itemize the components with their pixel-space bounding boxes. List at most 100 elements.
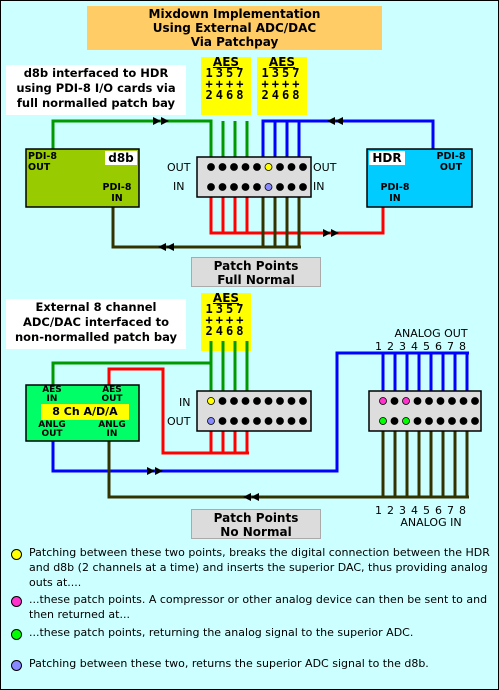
patch-jack[interactable]: [299, 397, 307, 405]
patch-jack[interactable]: [276, 183, 284, 191]
patch-jack[interactable]: [425, 397, 433, 405]
patch-points-full: Patch Points Full Normal: [191, 257, 321, 287]
patch-jack[interactable]: [241, 183, 250, 191]
legend-item-4: Patching between these two, returns the …: [29, 657, 429, 670]
arrow-icon: [327, 117, 343, 125]
aes-odd: 1357: [261, 66, 303, 80]
patch-jack[interactable]: [253, 163, 261, 171]
patch-bay-top: [196, 156, 312, 198]
patch-jack[interactable]: [448, 397, 456, 405]
patch-jack[interactable]: [264, 183, 273, 191]
patch-jack[interactable]: [459, 397, 468, 405]
patch-jack[interactable]: [299, 183, 307, 191]
patch-jack[interactable]: [390, 417, 399, 425]
patch-jack[interactable]: [299, 417, 307, 425]
aes-even: 2468: [205, 324, 247, 338]
wire-adc-green-branches: [209, 341, 249, 393]
analog-channel-number: 2: [387, 340, 394, 353]
patch-full-line-2: Full Normal: [217, 273, 295, 287]
wire-bay-to-d8b-in: [111, 197, 265, 249]
patch-jack[interactable]: [287, 183, 296, 191]
adc-name: 8 Ch A/D/A: [52, 405, 118, 418]
patch-jack[interactable]: [218, 163, 227, 171]
analog-channel-number: 4: [411, 504, 418, 517]
patch-jack[interactable]: [287, 163, 296, 171]
patch-jack[interactable]: [379, 417, 387, 425]
bay2-in: IN: [179, 396, 191, 409]
patch-jack[interactable]: [218, 417, 227, 425]
patch-jack[interactable]: [218, 183, 227, 191]
patch-jack[interactable]: [264, 417, 273, 425]
patch-jack[interactable]: [230, 183, 238, 191]
hdr-name: HDR: [369, 151, 405, 165]
aes-plus: ++++: [261, 77, 303, 91]
patch-jack[interactable]: [218, 397, 227, 405]
aes-label: AES: [212, 55, 240, 69]
patch-jack[interactable]: [207, 183, 215, 191]
patch-jack[interactable]: [276, 417, 284, 425]
patch-jack[interactable]: [299, 163, 307, 171]
patch-jack[interactable]: [436, 417, 445, 425]
patch-jack[interactable]: [459, 417, 468, 425]
patch-jack[interactable]: [402, 397, 410, 405]
patch-jack[interactable]: [276, 163, 284, 171]
patch-jack[interactable]: [230, 417, 238, 425]
bay1-in-right: IN: [313, 180, 325, 193]
patch-jack[interactable]: [413, 397, 422, 405]
patch-bay-mid-left: [196, 390, 312, 432]
aes-plus: ++++: [205, 77, 247, 91]
aes-label: AES: [268, 55, 296, 69]
adc-anlg-out-label: ANLG OUT: [38, 420, 66, 439]
aes-odd: 1357: [205, 66, 247, 80]
legend-item-2: ...these patch points. A compressor or o…: [29, 593, 488, 621]
patch-jack[interactable]: [253, 183, 261, 191]
patch-jack[interactable]: [253, 397, 261, 405]
patch-jack[interactable]: [241, 397, 250, 405]
yellow-dot-icon: [11, 549, 22, 560]
patch-jack[interactable]: [471, 417, 479, 425]
caption-mid-line-2: ADC/DAC interfaced to: [22, 315, 170, 329]
hdr-out-label: PDI-8 OUT: [436, 151, 466, 173]
wire-hdr-out: [261, 119, 435, 171]
title-line-3: Via Patchpay: [190, 35, 279, 49]
analog-channel-number: 4: [411, 340, 418, 353]
patch-jack[interactable]: [241, 163, 250, 171]
patch-jack[interactable]: [402, 417, 410, 425]
patch-jack[interactable]: [287, 417, 296, 425]
bay1-in-left: IN: [173, 180, 185, 193]
patch-jack[interactable]: [264, 397, 273, 405]
analog-in-label: ANALOG IN: [400, 516, 462, 529]
patch-jack[interactable]: [253, 417, 261, 425]
title-line-1: Mixdown Implementation: [148, 7, 321, 21]
patch-jack[interactable]: [207, 397, 215, 405]
patch-jack[interactable]: [448, 417, 456, 425]
patch-jack[interactable]: [413, 417, 422, 425]
patch-jack[interactable]: [207, 417, 215, 425]
patch-jack[interactable]: [207, 163, 215, 171]
caption-top: d8b interfaced to HDR using PDI-8 I/O ca…: [6, 65, 186, 115]
caption-mid-line-3: non-normalled patch bay: [14, 330, 178, 344]
patch-jack[interactable]: [436, 397, 445, 405]
analog-channel-number: 7: [447, 504, 454, 517]
patch-jack[interactable]: [379, 397, 387, 405]
bay1-out-left: OUT: [167, 161, 191, 174]
wire-adc-red-branches: [211, 423, 249, 455]
patch-jack[interactable]: [241, 417, 250, 425]
patch-jack[interactable]: [264, 163, 273, 171]
wire-d8b-out-branches: [221, 121, 249, 163]
analog-channel-number: 3: [399, 504, 406, 517]
analog-channel-number: 2: [387, 504, 394, 517]
patch-jack[interactable]: [230, 397, 238, 405]
analog-channel-number: 6: [435, 504, 442, 517]
d8b-out-label: PDI-8 OUT: [28, 151, 57, 173]
patch-jack[interactable]: [425, 417, 433, 425]
patch-jack[interactable]: [471, 397, 479, 405]
patch-jack[interactable]: [287, 397, 296, 405]
patch-jack[interactable]: [230, 163, 238, 171]
patch-jack[interactable]: [276, 397, 284, 405]
patch-none-line-2: No Normal: [220, 525, 292, 539]
patch-jack[interactable]: [390, 397, 399, 405]
arrow-icon: [147, 467, 163, 475]
